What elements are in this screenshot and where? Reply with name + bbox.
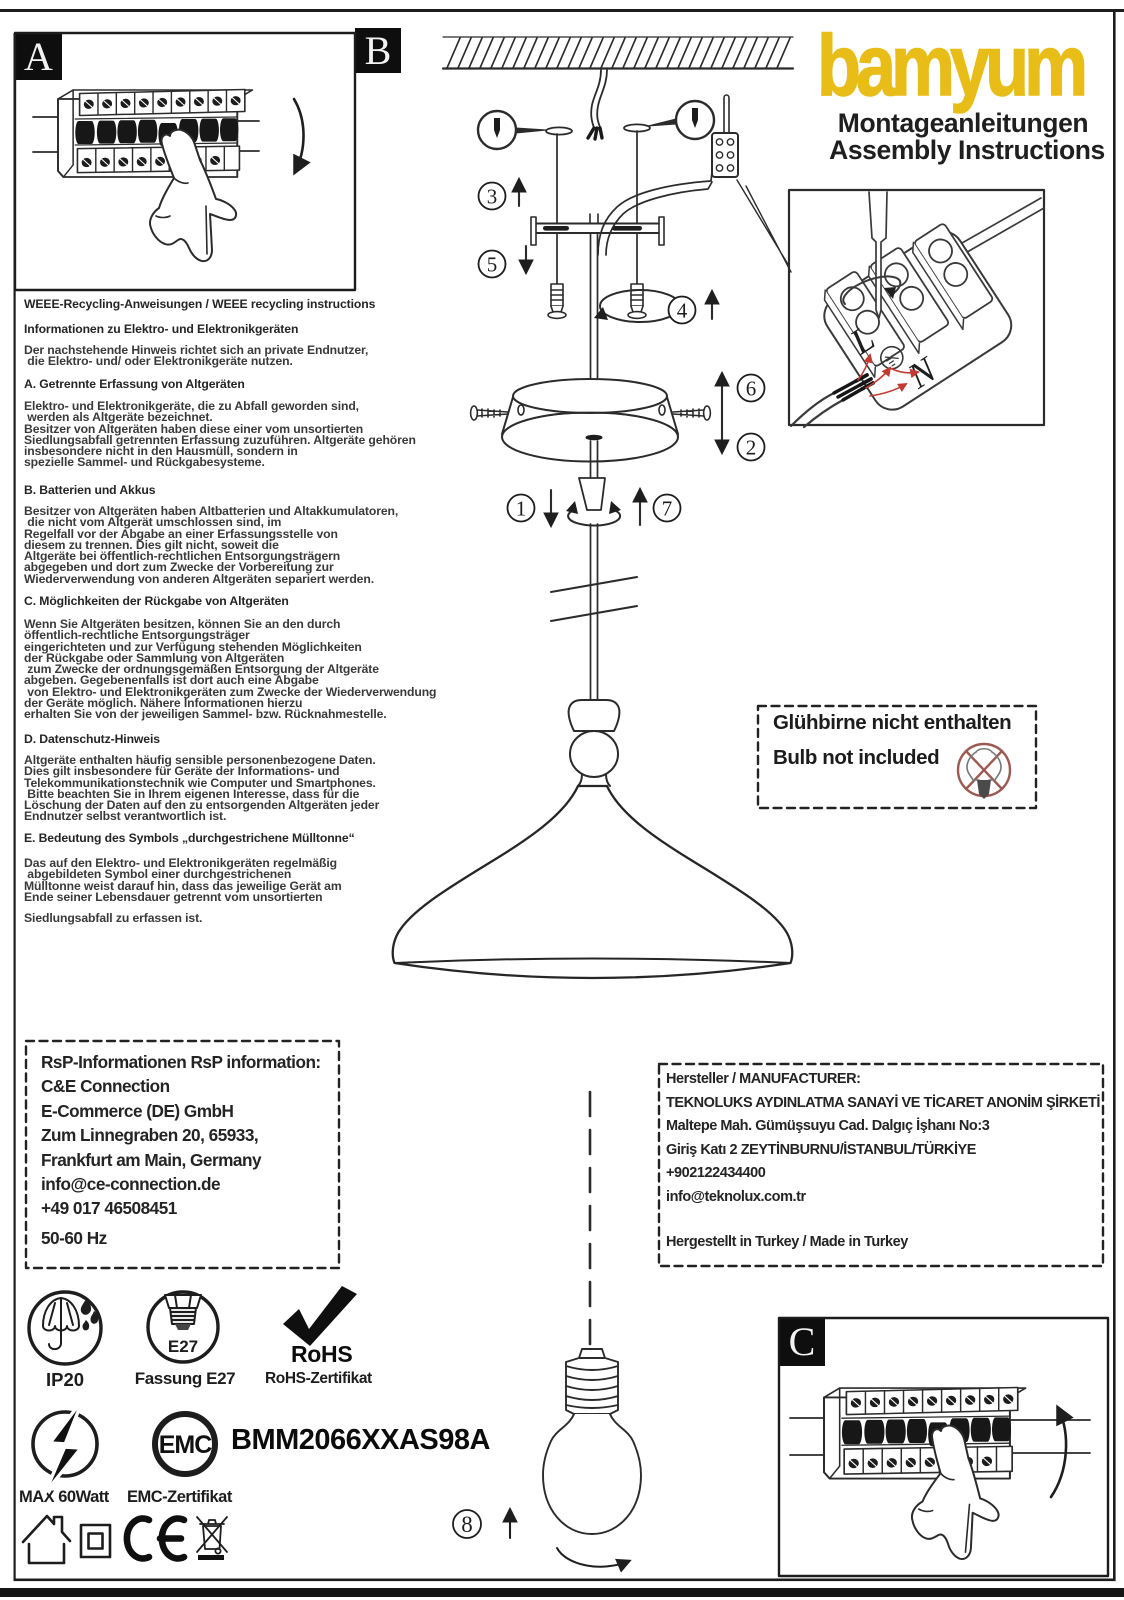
svg-text:7: 7 xyxy=(662,497,673,521)
svg-text:5: 5 xyxy=(487,253,498,277)
svg-text:6: 6 xyxy=(746,377,757,401)
svg-text:4: 4 xyxy=(677,299,688,323)
svg-text:3: 3 xyxy=(487,185,498,209)
svg-text:2: 2 xyxy=(746,436,757,460)
svg-text:8: 8 xyxy=(461,1512,473,1537)
svg-text:1: 1 xyxy=(516,497,527,521)
svg-text:E27: E27 xyxy=(168,1337,198,1356)
svg-text:EMC: EMC xyxy=(159,1431,213,1459)
